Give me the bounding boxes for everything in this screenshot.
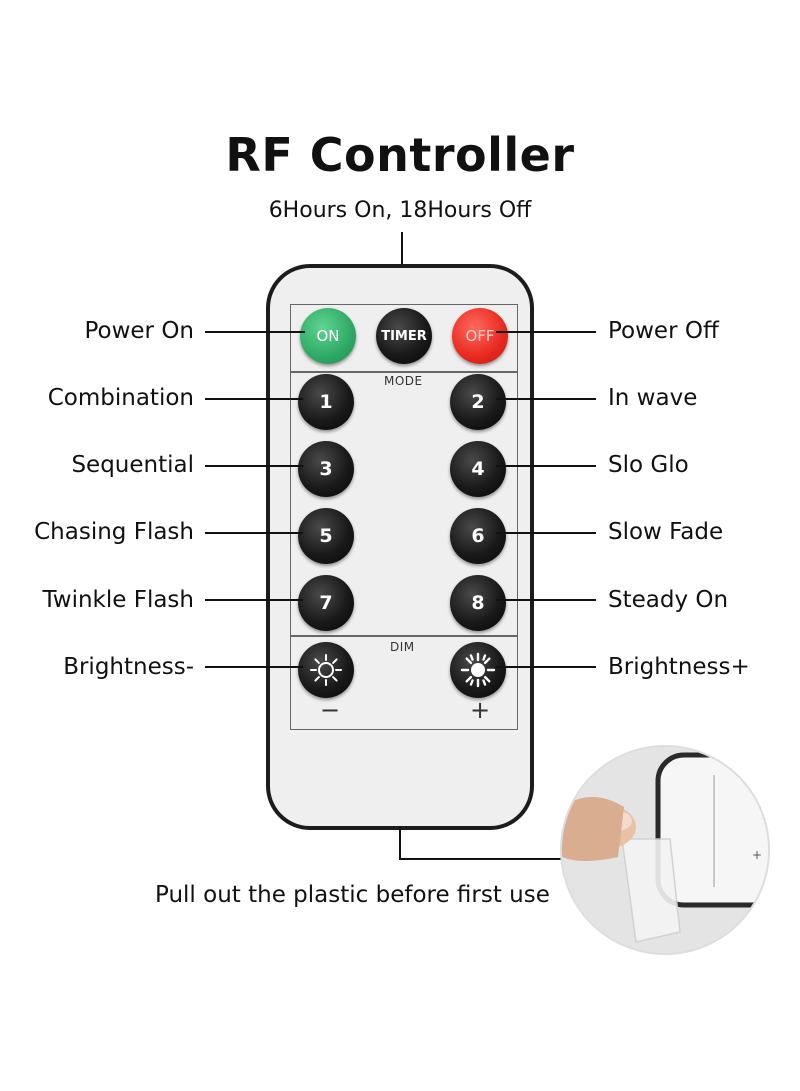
connector-slo-glo (496, 465, 596, 467)
mode-button-5[interactable]: 5 (298, 508, 354, 564)
connector-twinkle-flash (205, 599, 303, 601)
label-power-on: Power On (84, 318, 194, 344)
minus-sign: − (320, 696, 341, 724)
power-panel (290, 304, 518, 372)
plus-sign: + (470, 696, 491, 724)
dim-panel (290, 636, 518, 730)
connector-steady-on (496, 599, 596, 601)
mode-button-3[interactable]: 3 (298, 441, 354, 497)
label-brightness-up: Brightness+ (608, 654, 750, 680)
label-chasing-flash: Chasing Flash (34, 519, 194, 545)
label-combination: Combination (47, 385, 194, 411)
label-twinkle-flash: Twinkle Flash (42, 587, 194, 613)
mode-label: MODE (384, 374, 423, 388)
mode-button-7[interactable]: 7 (298, 575, 354, 631)
connector-in-wave (496, 398, 596, 400)
label-sequential: Sequential (71, 452, 194, 478)
label-steady-on: Steady On (608, 587, 729, 613)
mode-button-8[interactable]: 8 (450, 575, 506, 631)
pull-tab-instruction: Pull out the plastic before first use (155, 882, 550, 908)
off-button[interactable]: OFF (452, 308, 508, 364)
battery-connector-vertical (399, 826, 401, 860)
label-brightness-down: Brightness- (63, 654, 194, 680)
connector-brightness-up (496, 666, 596, 668)
battery-connector-horizontal (399, 858, 569, 860)
label-slo-glo: Slo Glo (608, 452, 689, 478)
timer-caption: 6Hours On, 18Hours Off (268, 198, 532, 223)
battery-tab-inset: + (560, 745, 770, 955)
mode-button-2[interactable]: 2 (450, 374, 506, 430)
label-slow-fade: Slow Fade (608, 519, 724, 545)
connector-brightness-down (205, 666, 303, 668)
pull-tab-illustration: + (562, 747, 768, 953)
sun-filled-icon (460, 652, 496, 688)
page-title: RF Controller (225, 128, 575, 182)
dim-label: DIM (390, 640, 415, 654)
label-in-wave: In wave (608, 385, 698, 411)
mode-panel (290, 372, 518, 636)
brightness-up-button[interactable] (450, 642, 506, 698)
brightness-down-button[interactable] (298, 642, 354, 698)
svg-text:+: + (752, 848, 762, 862)
connector-chasing-flash (205, 532, 303, 534)
connector-power-off (496, 331, 596, 333)
mode-button-1[interactable]: 1 (298, 374, 354, 430)
remote-control: MODE DIM ON TIMER OFF 1 2 3 4 5 6 7 8 (266, 264, 534, 830)
label-power-off: Power Off (608, 318, 719, 344)
connector-combination (205, 398, 303, 400)
connector-power-on (205, 331, 305, 333)
mode-button-6[interactable]: 6 (450, 508, 506, 564)
on-button[interactable]: ON (300, 308, 356, 364)
connector-slow-fade (496, 532, 596, 534)
connector-sequential (205, 465, 303, 467)
sun-outline-icon (310, 654, 342, 686)
timer-button[interactable]: TIMER (376, 308, 432, 364)
mode-button-4[interactable]: 4 (450, 441, 506, 497)
